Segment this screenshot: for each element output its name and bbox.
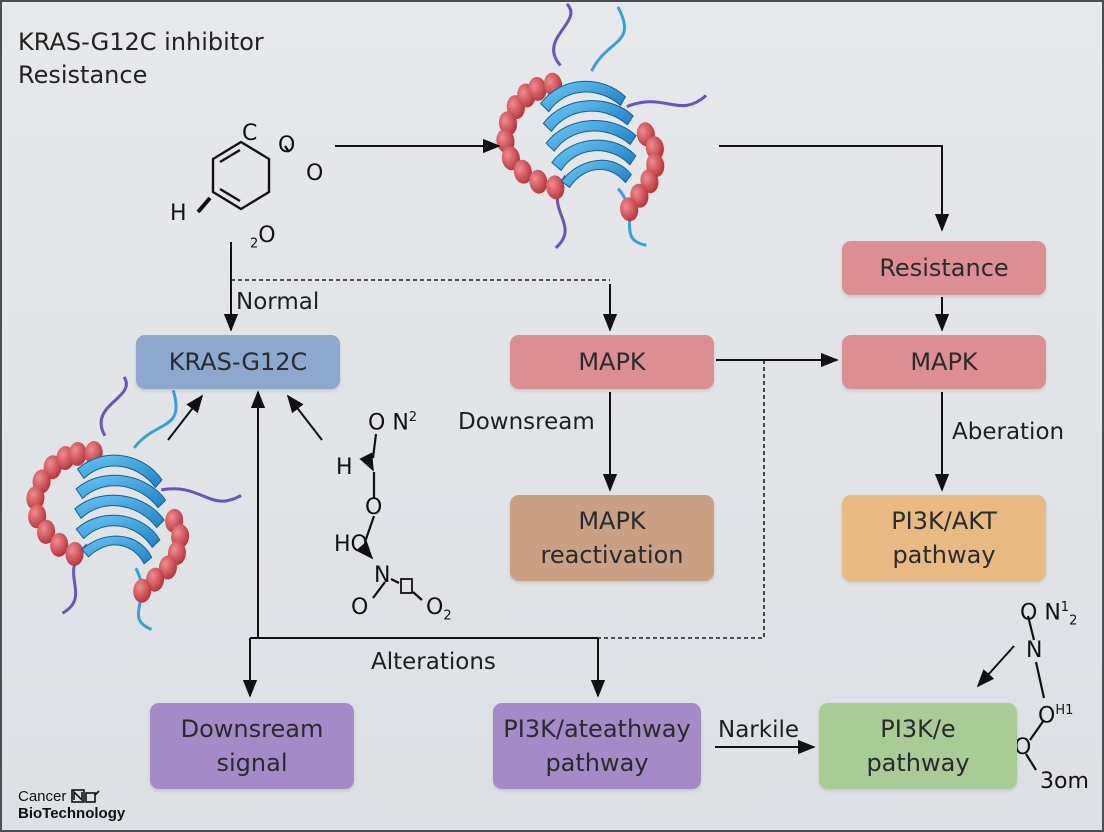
edge-label-downstream: Downsream (458, 409, 595, 435)
chem-superscript: 1 (1060, 600, 1070, 615)
node-label: signal (216, 749, 288, 777)
chem-label-o: O (365, 495, 383, 520)
diagram-title: KRAS-G12C inhibitor Resistance (18, 26, 264, 92)
chem-label-h: H (336, 455, 353, 480)
chem-atom: O (1038, 703, 1056, 729)
node-label: PI3K/ateathway (503, 715, 691, 743)
chem-superscript: H (1055, 703, 1066, 718)
node-downstream-signal[interactable]: Downsream signal (150, 703, 354, 789)
chem-atom: N (1044, 600, 1061, 626)
node-label: pathway (545, 749, 649, 777)
cancer-biotechnology-logo: Cancer BioTechnology (18, 788, 125, 822)
node-label: PI3K/e (880, 715, 956, 743)
chem-label-o: O (278, 133, 296, 158)
chemical-structure-icon (1025, 615, 1046, 771)
chem-subscript: 2 (1069, 613, 1078, 629)
chem-label-o: O (306, 161, 324, 186)
chem-label-3om: 3om (1040, 769, 1089, 794)
chem-label-ho: HO (334, 532, 368, 557)
chem-label-o: O (351, 595, 369, 620)
node-label: MAPK (578, 507, 646, 535)
chem-superscript: 1 (1065, 703, 1074, 718)
node-resistance[interactable]: Resistance (842, 241, 1046, 295)
node-pi3k-akt-pathway[interactable]: PI3K/AKT pathway (842, 495, 1046, 581)
edge-label-alterations: Alterations (371, 649, 496, 675)
logo-line-2: BioTechnology (18, 805, 126, 822)
chem-label-o-n2: O N2 (368, 406, 417, 435)
node-label: reactivation (540, 541, 684, 569)
node-mapk-center[interactable]: MAPK (510, 335, 714, 389)
edge-label-normal: Normal (236, 289, 320, 315)
chemical-structure-icon (363, 433, 423, 601)
node-label: pathway (866, 749, 970, 777)
chem-superscript: 2 (408, 410, 418, 425)
edge-label-narkile: Narkile (718, 717, 800, 743)
node-label: PI3K/AKT (891, 507, 997, 535)
chem-label-o2: 2O (250, 224, 276, 256)
kras-protein-structure-icon (16, 369, 251, 637)
chem-label-n: N (374, 563, 391, 588)
node-pi3k-e-pathway[interactable]: PI3K/e pathway (819, 703, 1017, 789)
logo-text: Cancer (18, 788, 67, 805)
chem-label-oh: OH1 (1038, 699, 1073, 728)
node-label: MAPK (578, 348, 646, 376)
chem-label-c: C (242, 121, 258, 146)
node-kras-g12c[interactable]: KRAS-G12C (136, 335, 340, 389)
cancer-biotechnology-logo-icon (70, 789, 100, 803)
chem-subscript: 2 (250, 236, 259, 252)
title-line-2: Resistance (18, 61, 148, 89)
chemical-structure-icon (196, 140, 290, 214)
chem-label-h: H (170, 201, 187, 226)
node-label: MAPK (910, 348, 978, 376)
node-label: Resistance (879, 254, 1009, 282)
node-label: pathway (892, 541, 996, 569)
chem-atom: O (426, 595, 444, 620)
node-mapk-reactivation[interactable]: MAPK reactivation (510, 495, 714, 581)
chem-label-n: N (1026, 638, 1043, 663)
chem-label-o2: O2 (426, 596, 452, 628)
kras-protein-structure-icon (477, 2, 728, 266)
chem-subscript: 2 (443, 608, 452, 624)
node-label: KRAS-G12C (168, 348, 308, 376)
chem-atom: O (368, 410, 386, 436)
node-mapk-right[interactable]: MAPK (842, 335, 1046, 389)
chem-label-o-n: O N12 (1020, 596, 1077, 634)
chem-label-o: O (1014, 735, 1032, 760)
node-pi3k-ate-pathway[interactable]: PI3K/ateathway pathway (493, 703, 701, 789)
chem-atom: O (1020, 600, 1038, 626)
edge-label-aberration: Aberation (952, 419, 1065, 445)
title-line-1: KRAS-G12C inhibitor (18, 28, 264, 56)
logo-line-1: Cancer (18, 788, 125, 805)
chem-atom: O (258, 223, 276, 248)
node-label: Downsream (180, 715, 324, 743)
chem-atom: N (392, 410, 409, 436)
